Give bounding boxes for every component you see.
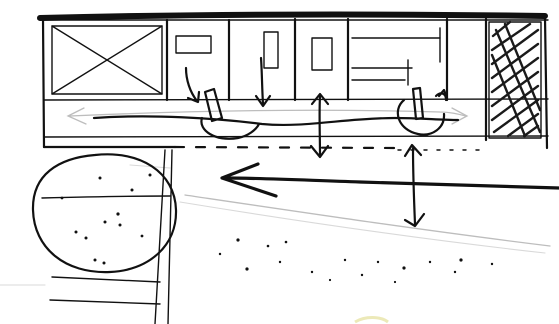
hatched-panel [489,22,541,138]
window-small-2 [264,32,278,68]
window-small-1 [176,36,211,53]
facade-right-edge [545,18,547,148]
smudge [355,318,388,323]
window-shop [352,28,440,85]
flow-line-ghost [70,110,466,116]
paving-dots [219,238,493,283]
traffic-flow [222,164,559,196]
facade-left-edge [43,19,44,147]
road-edges [130,165,550,253]
arrow-down-center [256,58,270,106]
sidewalk-dashed-edge [175,147,395,148]
entrance-figure-left [186,68,259,139]
building-facade [40,15,548,148]
double-arrow-icon [405,145,424,226]
crossed-window [52,26,162,94]
tree-canopy [33,154,176,272]
pedestrian-flow [68,108,467,125]
ground-line-lower [44,136,548,137]
roof-line [40,15,545,18]
pedestrian-path [94,116,458,125]
window-small-3 [312,38,332,70]
arrow-down-icon [261,58,263,104]
traffic-path [225,178,559,188]
arrow-down-icon [186,68,197,101]
